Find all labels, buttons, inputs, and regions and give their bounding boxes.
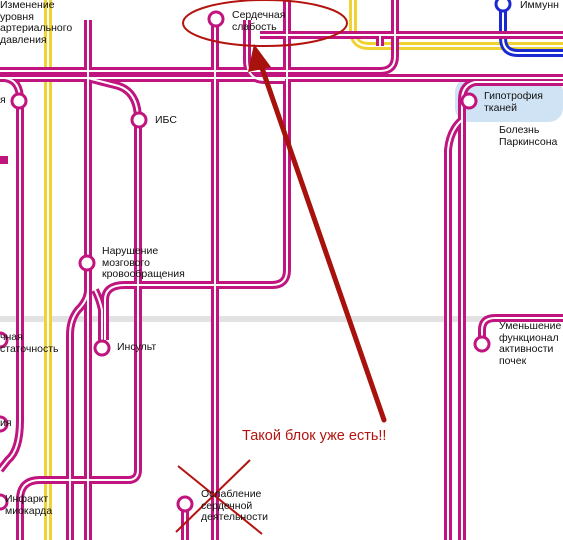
label-hypertension: Изменение уровня артериального давления: [0, 0, 72, 46]
label-kidney: Уменьшение функционал активности почек: [499, 320, 562, 367]
label-immune-line-1: Иммунн: [520, 0, 559, 11]
label-infarct-line-1: Инфаркт: [5, 493, 49, 505]
label-heart-activity: Ослабление сердечной деятельности: [201, 488, 268, 524]
label-kidney-line-1: Уменьшение: [499, 320, 562, 332]
label-heart-activity-line-3: деятельности: [201, 511, 268, 523]
label-heart-weakness-line-1: Сердечная: [232, 9, 286, 21]
station-insufficiency: [0, 331, 9, 349]
label-brain-circulation-line-3: кровообращения: [102, 268, 185, 280]
label-parkinson-line-2: Паркинсона: [499, 135, 558, 148]
label-hypertension-line-4: давления: [0, 33, 47, 46]
label-insufficiency-line-1: чная: [0, 331, 23, 343]
station-left-lower: [0, 415, 9, 433]
station-immune: [494, 0, 512, 13]
station-infarct: [0, 493, 9, 511]
label-kidney-line-2: функционал: [499, 331, 559, 344]
label-left-lower: ия: [0, 417, 12, 430]
label-heart-activity-line-2: сердечной: [201, 499, 253, 512]
label-parkinson-line-1: Болезнь: [499, 124, 540, 136]
yellow-line: [44, 0, 563, 540]
background-band-middle: [0, 316, 563, 322]
label-brain-circulation-line-1: Нарушение: [102, 245, 159, 257]
station-heart-activity: [176, 495, 194, 513]
label-left-lower-line-1: ия: [0, 417, 12, 429]
label-ibs-line-1: ИБС: [155, 114, 177, 126]
label-brain-circulation-line-2: мозгового: [102, 256, 150, 269]
label-insufficiency-line-2: статочность: [0, 342, 59, 355]
label-heart-weakness-line-2: слабость: [232, 20, 277, 33]
label-infarct-line-2: миокарда: [5, 504, 53, 517]
label-immune: Иммунн: [520, 0, 559, 12]
annotation-text: Такой блок уже есть!!: [242, 428, 387, 444]
annotation-arrow: [248, 44, 387, 423]
station-stroke: [93, 339, 111, 357]
label-hypertension-line-1: Изменение: [0, 0, 55, 11]
cross-out-mark: [175, 459, 263, 535]
label-stroke-line-1: Инсульт: [117, 341, 157, 353]
label-heart-activity-line-1: Ослабление: [201, 488, 262, 500]
label-hypertension-line-3: артериального: [0, 22, 73, 34]
label-tissue-hypotrophy-line-2: тканей: [484, 101, 517, 114]
label-ibs: ИБС: [155, 114, 177, 127]
station-left-edge: [10, 92, 28, 110]
label-heart-weakness: Сердечная слабость: [232, 9, 286, 33]
label-kidney-line-3: активности: [499, 343, 554, 355]
annotation-ellipse: [182, 0, 348, 47]
label-insufficiency: чная статочность: [0, 331, 59, 355]
label-brain-circulation: Нарушение мозгового кровообращения: [102, 245, 185, 281]
label-left-edge-line-1: я: [0, 94, 6, 106]
label-tissue-hypotrophy-line-1: Гипотрофия: [484, 90, 543, 102]
tissue-zone-highlight: [455, 78, 563, 122]
label-tissue-hypotrophy: Гипотрофия тканей: [484, 90, 543, 114]
station-brain-circulation: [78, 254, 96, 272]
label-left-edge: я: [0, 94, 6, 107]
label-kidney-line-4: почек: [499, 354, 527, 367]
station-heart-weakness: [207, 10, 225, 28]
label-stroke: Инсульт: [117, 341, 157, 354]
label-parkinson: Болезнь Паркинсона: [499, 124, 558, 148]
station-ibs: [130, 111, 148, 129]
station-tissue-hypotrophy: [460, 92, 478, 110]
label-hypertension-line-2: уровня: [0, 10, 34, 23]
station-kidney: [473, 335, 491, 353]
label-infarct: Инфаркт миокарда: [5, 493, 53, 517]
stations: [0, 10, 491, 513]
